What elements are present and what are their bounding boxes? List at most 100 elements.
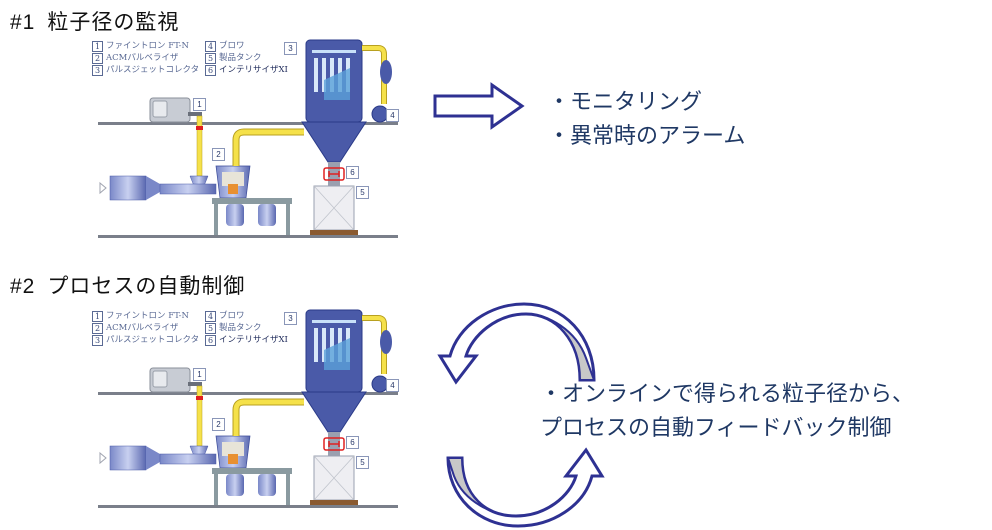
legend-number: 3 (92, 64, 103, 76)
upper-floor (98, 122, 398, 125)
legend-number: 5 (205, 322, 216, 334)
legend-number: 1 (92, 40, 103, 52)
tag-2: 2 (212, 418, 225, 431)
feeder-window (152, 100, 168, 118)
inlet-cone (146, 176, 160, 200)
filter-bag (322, 328, 326, 362)
mill-internals (222, 172, 244, 186)
legend-label: ACMパルベライザ (106, 53, 179, 63)
tag-4: 4 (386, 379, 399, 392)
mill-rotor (228, 184, 238, 194)
feed-pipe (196, 385, 203, 447)
legend-label: 製品タンク (219, 53, 262, 63)
tag-1: 1 (193, 368, 206, 381)
section-2-heading: プロセスの自動制御 (47, 274, 246, 298)
sensor-mark (328, 171, 340, 177)
feed-valve (196, 126, 203, 130)
collector-cutaway (324, 68, 350, 100)
exhaust-pipe (362, 46, 386, 104)
mill-rotor (228, 454, 238, 464)
motor (258, 204, 276, 226)
tank-cross (313, 455, 355, 501)
tag-6: 6 (346, 436, 359, 449)
inlet-arrow (99, 181, 107, 195)
product-pipe-edge (232, 398, 304, 436)
section-2-bullet-2: プロセスの自動フィードバック制御 (540, 416, 892, 441)
filter-bag (314, 58, 318, 92)
table-leg (214, 474, 218, 505)
tag-3: 3 (284, 42, 297, 55)
legend-number: 6 (205, 64, 216, 76)
feed-valve (196, 396, 203, 400)
tank-cross (313, 185, 355, 231)
blower-silencer (380, 60, 392, 84)
inlet-filter (109, 175, 147, 201)
legend-number: 3 (92, 334, 103, 346)
filter-bag (330, 328, 334, 362)
tag-2: 2 (212, 148, 225, 161)
legend-label: ファイントロン FT-N (106, 311, 189, 321)
tag-6: 6 (346, 166, 359, 179)
feeder-screw (188, 112, 202, 116)
motor (226, 474, 244, 496)
collector-cutaway (324, 338, 350, 370)
lower-floor (98, 235, 398, 238)
table-top (212, 468, 292, 474)
upper-curved-arrow (437, 302, 596, 385)
exhaust-pipe (362, 316, 386, 374)
table-leg (214, 204, 218, 235)
table-top (212, 198, 292, 204)
lower-curved-arrow (446, 447, 605, 528)
process-illustration (98, 309, 398, 508)
legend-number: 4 (205, 310, 216, 322)
filter-bag (314, 328, 318, 362)
collector-cone (301, 121, 367, 163)
tag-4: 4 (386, 109, 399, 122)
legend-label: インテリサイザXI (219, 335, 288, 345)
section-2-bullet-1: ・オンラインで得られる粒子径から、 (540, 382, 915, 407)
filter-bag (330, 58, 334, 92)
collector-header (312, 50, 356, 53)
collector-cone (301, 391, 367, 433)
inlet-duct (159, 183, 217, 195)
collector-header (312, 320, 356, 323)
product-pipe-edge (232, 128, 304, 166)
legend-number: 1 (92, 310, 103, 322)
legend-number: 2 (92, 52, 103, 64)
inlet-duct (159, 453, 217, 465)
process-illustration (98, 39, 398, 238)
section-1-bullet-2: ・異常時のアラーム (548, 124, 746, 149)
plant-graphic (98, 39, 398, 238)
intellisizer-sensor (323, 437, 345, 451)
pallet (310, 230, 358, 235)
legend-label: ブロワ (219, 311, 245, 321)
inlet-cone (146, 446, 160, 470)
upper-floor (98, 392, 398, 395)
tag-5: 5 (356, 456, 369, 469)
legend-number: 6 (205, 334, 216, 346)
cycle-arrows-icon (437, 302, 605, 528)
section-2-number: #2 (10, 275, 36, 298)
lower-floor (98, 505, 398, 508)
tag-5: 5 (356, 186, 369, 199)
inlet-arrow (99, 451, 107, 465)
legend-number: 5 (205, 52, 216, 64)
tag-3: 3 (284, 312, 297, 325)
tag-1: 1 (193, 98, 206, 111)
table-leg (286, 474, 290, 505)
plant-graphic (98, 309, 398, 508)
legend-label: ファイントロン FT-N (106, 41, 189, 51)
legend-number: 4 (205, 40, 216, 52)
legend-label: ブロワ (219, 41, 245, 51)
